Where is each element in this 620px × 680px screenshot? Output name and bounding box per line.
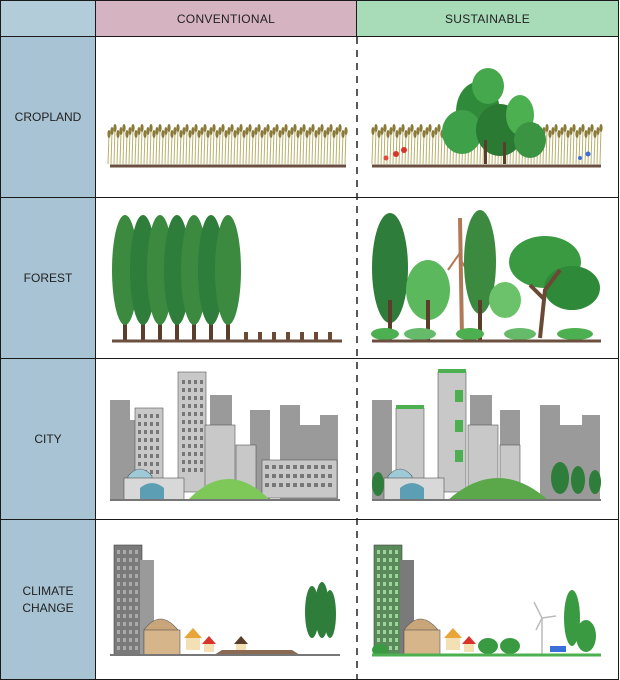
small-houses [444,628,476,652]
row-label-line2: CHANGE [22,600,74,615]
flowers [383,147,591,161]
green-mound [188,479,270,500]
undergrowth [371,328,593,340]
row-label-line1: CLIMATE [22,584,74,599]
row-label-text: FOREST [23,270,73,285]
cropland-conventional-illustration [107,124,348,168]
row-label-cropland: CROPLAND [0,36,96,198]
city-sustainable-illustration [372,369,601,501]
row-divider-2 [95,358,619,359]
solar-panels [550,646,566,652]
row-label-text: CITY [34,431,62,446]
small-houses [184,628,248,652]
header-conventional: CONVENTIONAL [95,0,357,37]
street-trees [372,462,601,496]
green-vegetation [372,590,596,656]
header-sustainable: SUSTAINABLE [356,0,619,37]
cropland-sustainable-illustration [371,68,603,168]
agroforestry-trees [442,68,546,164]
forest-conventional-illustration [112,215,241,340]
city-conventional-illustration [110,371,340,501]
windows [138,380,332,487]
row-label-text: CROPLAND [14,109,82,124]
green-hill [448,478,548,500]
wheat-field [107,124,348,165]
wind-turbine [533,601,557,654]
forest-sustainable-illustration [371,210,601,343]
station-building [123,468,185,501]
station-building [383,468,445,501]
row-label-city: CITY [0,358,96,520]
forest-stumps [244,332,332,341]
lone-poplars [305,582,336,638]
dry-field [214,650,300,655]
corner-cell [0,0,96,37]
climate-sustainable-illustration [372,544,601,657]
climate-conventional-illustration [110,544,340,656]
green-roofs [396,369,466,462]
